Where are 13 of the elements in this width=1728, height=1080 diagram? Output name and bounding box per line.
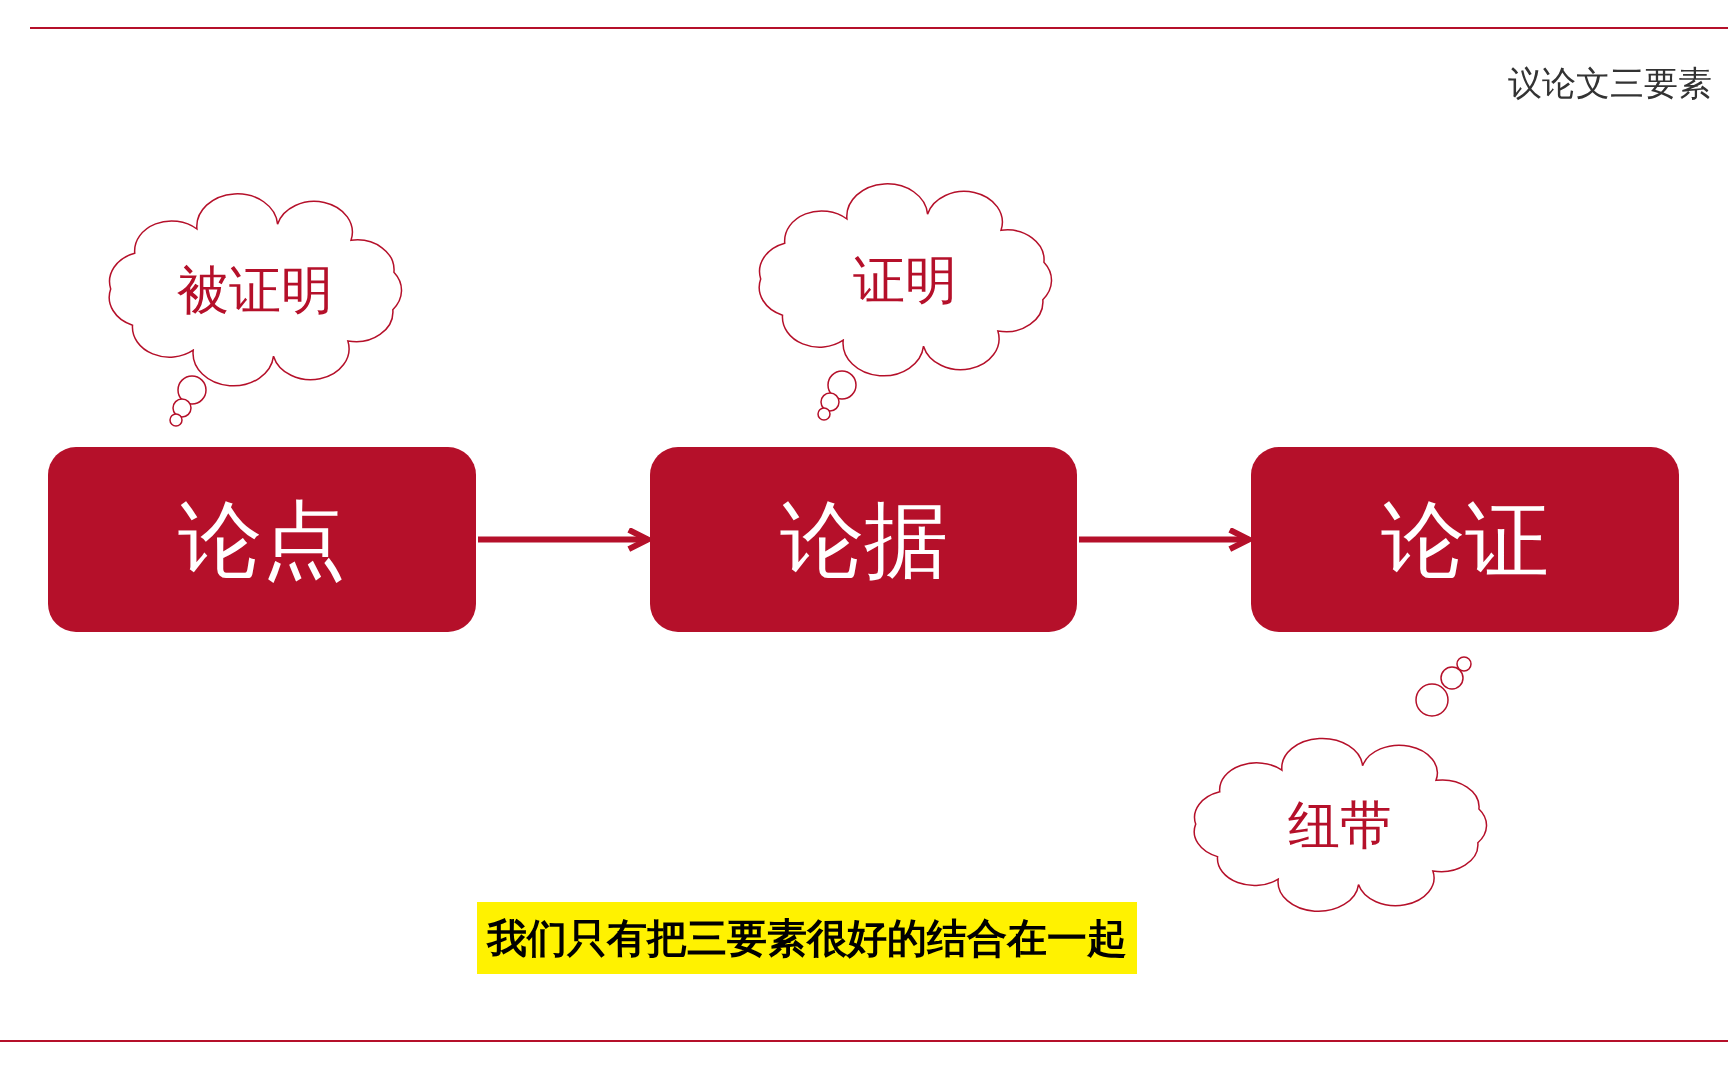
process-box [650,447,1077,632]
slide-title: 议论文三要素 [1508,62,1712,105]
arrow [478,526,651,553]
box-label: 论点 [178,489,346,591]
arrow [1079,526,1252,553]
cloud-text: 证明 [853,249,957,312]
box-label: 论证 [1381,489,1549,591]
process-box [48,447,476,632]
subtitle: 我们只有把三要素很好的结合在一起 [477,902,1137,974]
process-box [1251,447,1679,632]
cloud-text: 被证明 [177,259,333,322]
cloud-text: 纽带 [1288,794,1392,857]
box-label: 论据 [779,489,948,591]
